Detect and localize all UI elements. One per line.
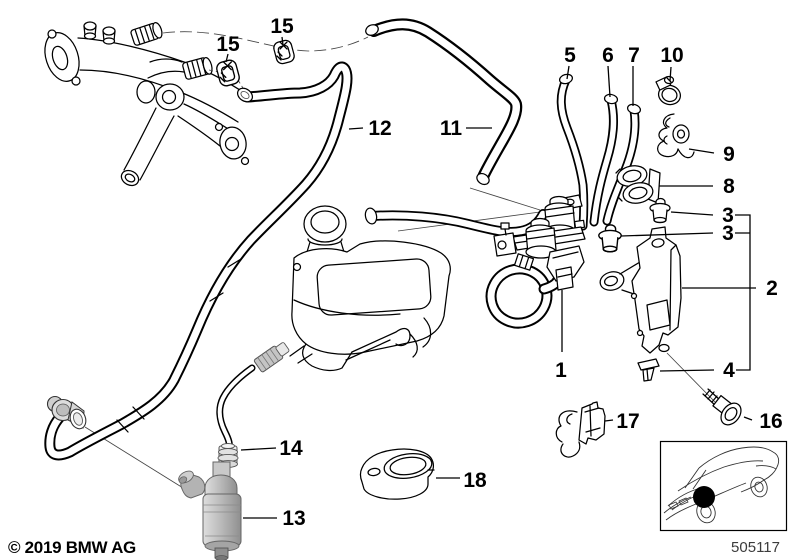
callout-8[interactable]: 8 — [723, 175, 735, 198]
expansion-tank-drawing — [253, 205, 451, 373]
bracket-2-drawing — [599, 226, 682, 354]
water-manifold-drawing — [44, 21, 250, 187]
part-number-text: 505117 — [731, 539, 780, 556]
copyright-text: © 2019 BMW AG — [8, 538, 136, 557]
auxiliary-pump-13-drawing — [178, 461, 242, 560]
callout-7[interactable]: 7 — [628, 44, 640, 67]
callout-9[interactable]: 9 — [723, 143, 735, 166]
clip-17-drawing — [555, 401, 606, 458]
callout-2[interactable]: 2 — [766, 277, 778, 300]
callout-10[interactable]: 10 — [660, 44, 683, 67]
tank-outlet-connector — [253, 342, 290, 373]
hose-6-drawing — [589, 93, 619, 227]
hose-5-drawing — [556, 73, 589, 231]
hose-14-drawing — [216, 364, 256, 468]
hose-12-drawing — [44, 61, 353, 461]
hose-12-elbow-connector — [46, 395, 87, 430]
callout-12[interactable]: 12 — [368, 117, 391, 140]
hose-holder-8-drawing — [615, 165, 661, 204]
clip-4-drawing — [637, 358, 660, 382]
clip-9-drawing — [657, 113, 695, 159]
manifold-fitting-front — [130, 21, 163, 46]
bolt-16-drawing — [702, 388, 742, 426]
car-sketch — [663, 446, 780, 524]
manifold-fitting-rear — [182, 56, 213, 80]
callout-labels: 15 15 12 11 5 6 7 10 9 8 3 3 2 1 4 16 17… — [216, 15, 782, 530]
location-dot-icon — [693, 486, 715, 508]
hose-clamp-10-drawing — [655, 75, 682, 106]
callout-leader-lines — [225, 36, 756, 519]
callout-6[interactable]: 6 — [602, 44, 614, 67]
callout-18[interactable]: 18 — [463, 469, 487, 492]
callout-3b[interactable]: 3 — [722, 222, 734, 245]
clamp-15b-drawing — [214, 58, 242, 88]
callout-13[interactable]: 13 — [282, 507, 305, 530]
callout-15a[interactable]: 15 — [270, 15, 294, 38]
water-valve-assembly-drawing — [485, 194, 586, 329]
callout-17[interactable]: 17 — [616, 410, 639, 433]
hose-11-drawing — [365, 18, 523, 186]
callout-15b[interactable]: 15 — [216, 33, 240, 56]
callout-16[interactable]: 16 — [759, 410, 782, 433]
callout-4[interactable]: 4 — [723, 359, 735, 382]
holder-18-drawing — [359, 448, 435, 500]
callout-1[interactable]: 1 — [555, 359, 567, 382]
car-location-thumbnail — [659, 440, 788, 532]
callout-5[interactable]: 5 — [564, 44, 576, 67]
clamp-15a-drawing — [271, 38, 297, 66]
grommet-3a-drawing — [649, 197, 671, 224]
valve-feed-hose-drawing — [364, 207, 548, 238]
hose-14-end-connector — [217, 443, 239, 468]
callout-11[interactable]: 11 — [440, 117, 463, 140]
callout-14[interactable]: 14 — [279, 437, 303, 460]
callout-3a[interactable]: 3 — [722, 204, 734, 227]
grommet-3b-drawing — [598, 224, 622, 253]
